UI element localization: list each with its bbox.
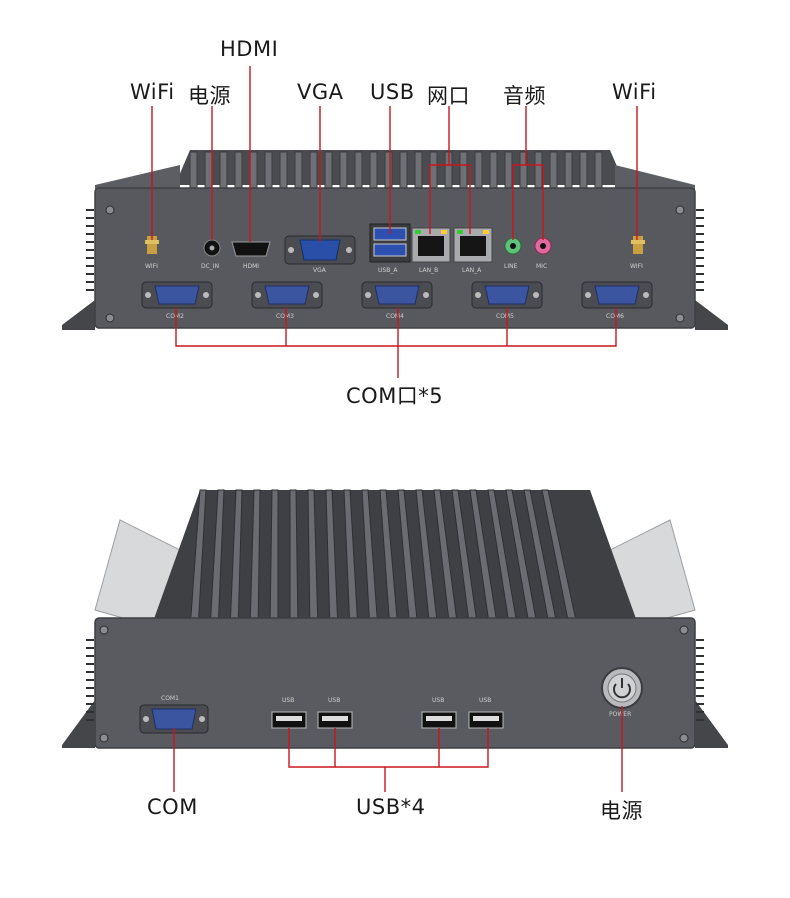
front-panel-face: [95, 618, 695, 748]
heatsink-fins: [175, 150, 625, 189]
port-text-com4: COM4: [386, 313, 404, 320]
label-com-bottom: COM: [147, 795, 198, 819]
label-wifi-left: WiFi: [130, 80, 175, 104]
com-port-2: [141, 281, 213, 309]
usb-port-3: [421, 711, 457, 729]
vga-port: [284, 235, 356, 265]
port-text-com3: COM3: [276, 313, 294, 320]
port-text-wifi-left: WIFI: [145, 263, 158, 270]
callout-lines-top: [151, 66, 638, 378]
lan-b-port: [411, 227, 451, 263]
label-power-top: 电源: [188, 84, 231, 108]
callout-lines-bottom: [173, 706, 623, 792]
com-port-5: [471, 281, 543, 309]
port-text-vga: VGA: [313, 267, 327, 274]
label-vga: VGA: [297, 80, 344, 104]
port-text-lan-b: LAN_B: [419, 267, 438, 274]
port-text-usb-a: USB_A: [378, 267, 398, 274]
port-text-dc-in: DC_IN: [201, 263, 219, 270]
label-usb-top: USB: [370, 80, 415, 104]
com-port-6: [581, 281, 653, 309]
port-text-com6: COM6: [606, 313, 624, 320]
port-text-lan-a: LAN_A: [462, 267, 482, 274]
wifi-antenna-left-icon: [145, 236, 159, 254]
port-text-usb-4: USB: [479, 697, 491, 704]
port-text-com2: COM2: [166, 313, 184, 320]
port-text-wifi-right: WIFI: [630, 263, 643, 270]
port-text-hdmi: HDMI: [243, 263, 259, 270]
port-text-usb-2: USB: [328, 697, 340, 704]
port-text-com1: COM1: [161, 695, 179, 702]
com-port-3: [251, 281, 323, 309]
port-text-power: POWER: [609, 711, 631, 718]
rear-panel-photo: WIFI DC_IN HDMI VGA USB_A LAN_B LAN_A LI…: [62, 66, 728, 378]
lan-a-port: [453, 227, 493, 263]
label-usb-x4: USB*4: [356, 795, 426, 819]
usb-port-4: [468, 711, 504, 729]
hdmi-port: [231, 241, 271, 257]
port-text-usb-3: USB: [432, 697, 444, 704]
usb-port-1: [271, 711, 307, 729]
front-heatsink-fins: [150, 489, 640, 631]
usb-port-2: [317, 711, 353, 729]
label-wifi-right: WiFi: [612, 80, 657, 104]
label-power-bottom: 电源: [600, 799, 643, 823]
wifi-antenna-right-icon: [631, 236, 645, 254]
port-text-usb-1: USB: [282, 697, 294, 704]
port-text-line: LINE: [504, 263, 518, 270]
label-hdmi: HDMI: [220, 37, 279, 61]
port-text-mic: MIC: [536, 263, 547, 270]
label-lan: 网口: [427, 84, 470, 108]
com-port-4: [361, 281, 433, 309]
port-text-com5: COM5: [496, 313, 514, 320]
label-audio: 音频: [503, 84, 546, 108]
label-com-x5: COM口*5: [346, 384, 444, 408]
power-button-icon: [601, 667, 643, 709]
